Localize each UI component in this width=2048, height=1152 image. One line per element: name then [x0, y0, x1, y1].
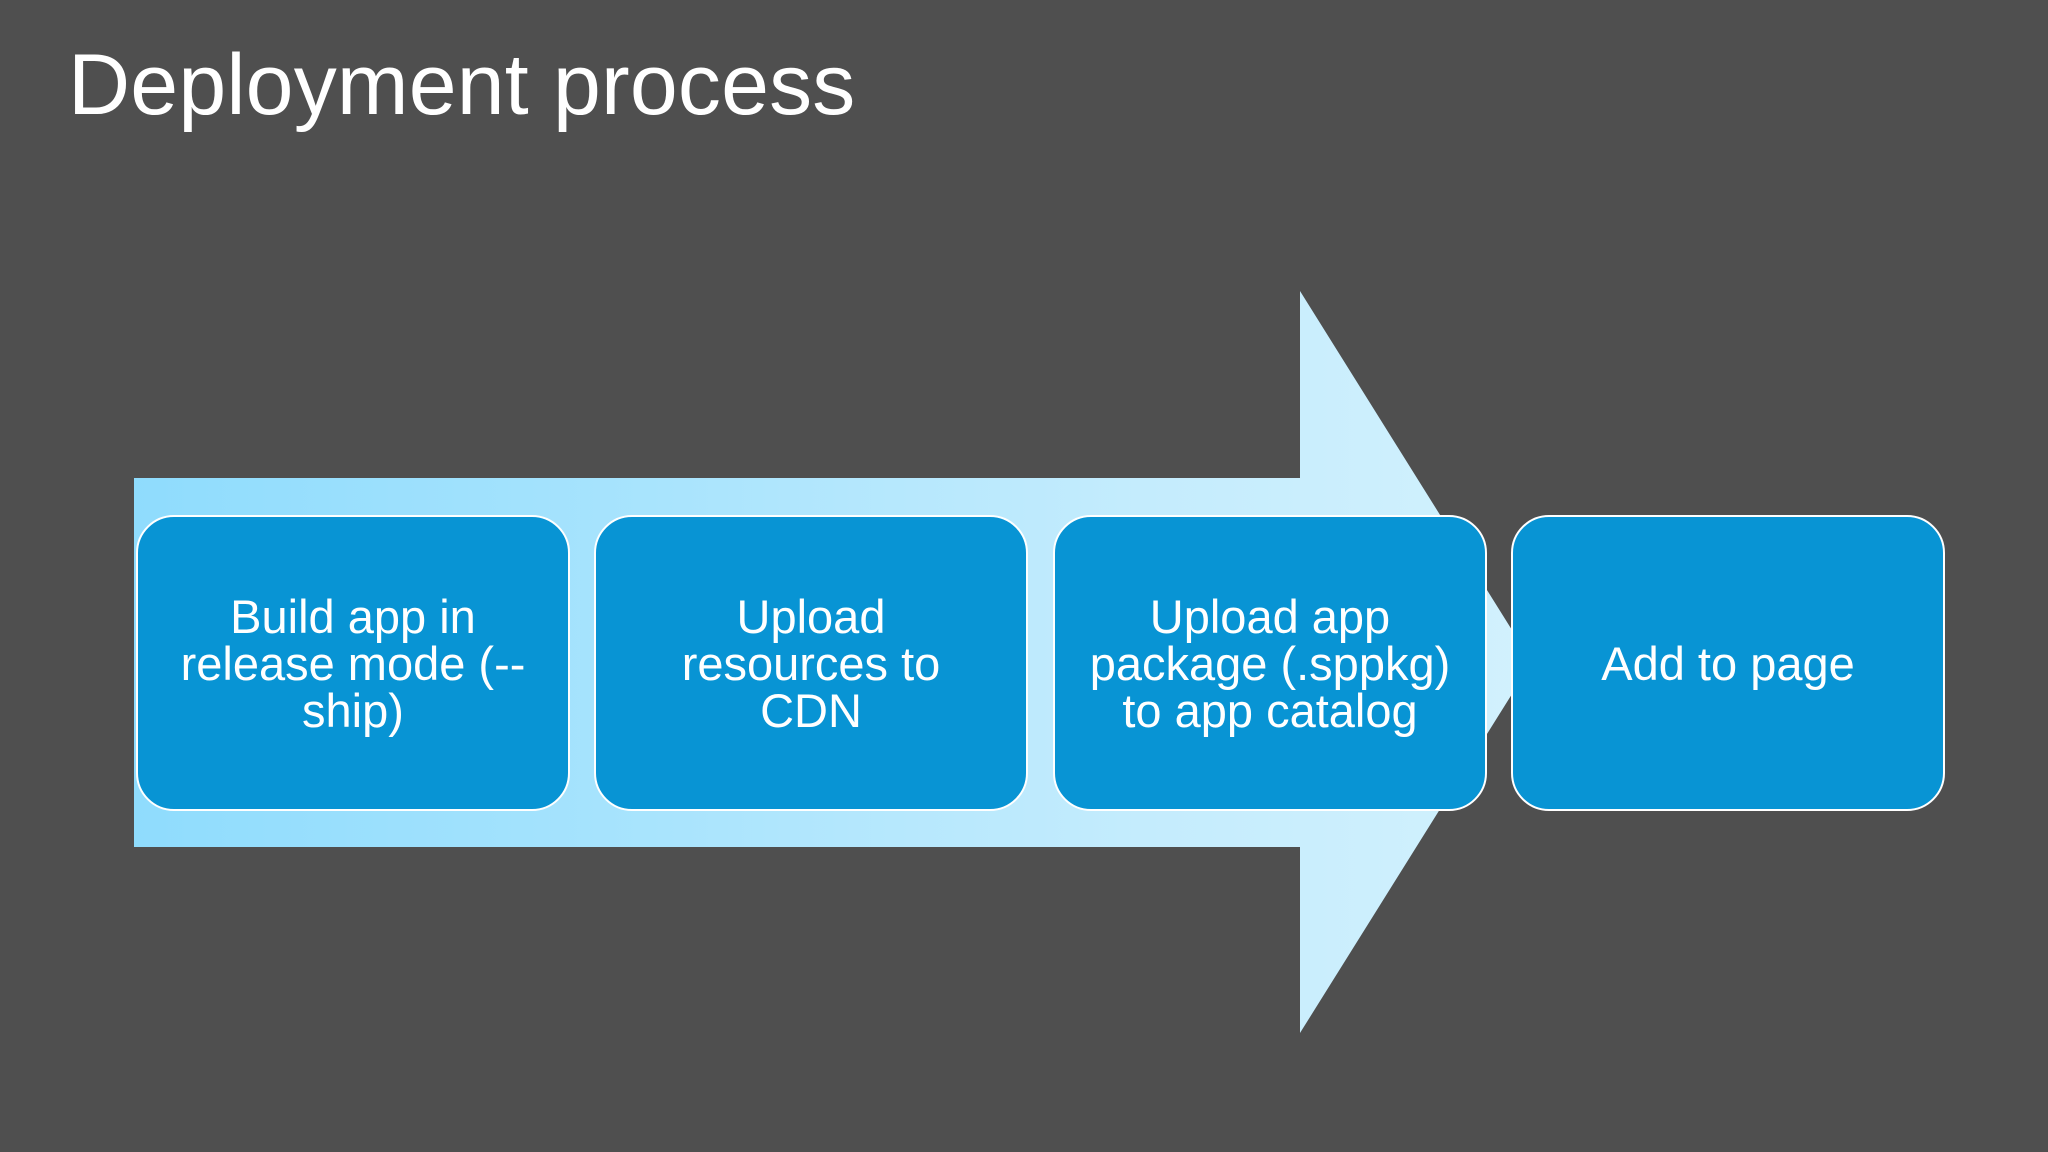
process-step-3[interactable]: Upload app package (.sppkg) to app catal…	[1053, 515, 1487, 811]
process-step-2[interactable]: Upload resources to CDN	[594, 515, 1028, 811]
page-title: Deployment process	[68, 37, 856, 133]
process-step-1-label: Build app in release mode (-- ship)	[180, 589, 526, 737]
process-step-4-label: Add to page	[1601, 636, 1855, 690]
process-step-4[interactable]: Add to page	[1511, 515, 1945, 811]
process-step-3-label: Upload app package (.sppkg) to app catal…	[1089, 589, 1451, 737]
process-step-2-label: Upload resources to CDN	[681, 589, 941, 737]
process-step-1[interactable]: Build app in release mode (-- ship)	[136, 515, 570, 811]
